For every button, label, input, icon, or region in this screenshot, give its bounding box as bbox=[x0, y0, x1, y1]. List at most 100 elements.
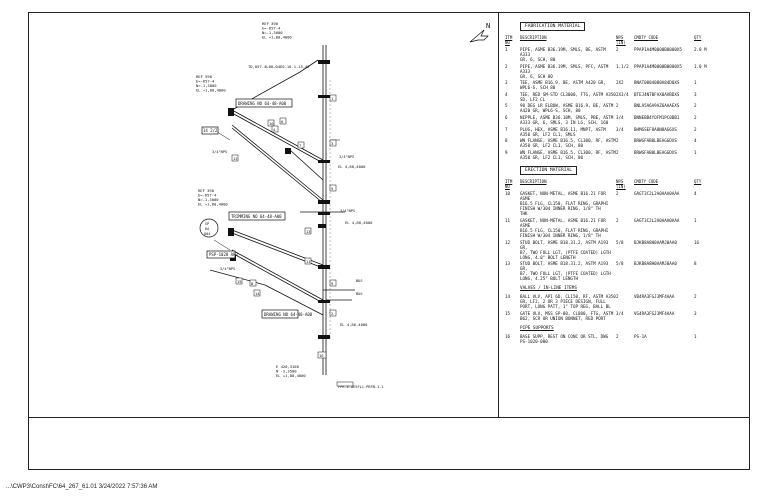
svg-text:004: 004 bbox=[204, 232, 210, 236]
material-row: 9 WN FLANGE, ASME B16.5, CL300, RF, ASTM … bbox=[505, 150, 745, 160]
item-no: 5 bbox=[505, 103, 508, 109]
supports-title: PIPE SUPPORTS bbox=[520, 325, 554, 331]
item-no: 9 bbox=[505, 149, 508, 155]
valves-title: VALVES / IN-LINE ITEMS bbox=[520, 286, 577, 292]
item-no: 4 bbox=[505, 91, 508, 97]
nps: 5/8 bbox=[616, 239, 624, 245]
boxed-label: 14 2/2 bbox=[203, 128, 218, 133]
boxed-label: DRAWING NO 64-48-A00 bbox=[264, 312, 313, 317]
description: BASE SUPP, REST ON CONC OR STL, DWG PS-1… bbox=[520, 333, 609, 344]
description: STUD BOLT, ASME B18.31.2, ASTM A193 GR, … bbox=[520, 261, 611, 282]
svg-text:5: 5 bbox=[331, 186, 333, 191]
svg-text:3/4"NPS: 3/4"NPS bbox=[220, 267, 235, 271]
nps: 2 bbox=[616, 217, 619, 223]
description: 90 DEG LR ELBOW, ASME B16.9, BE, ASTM A4… bbox=[520, 103, 614, 114]
section-reference: SP 6A 004 bbox=[199, 218, 219, 238]
item-no: 1 bbox=[505, 47, 508, 52]
commodity-code: BJKB8A8H0AAMJ0AA0 bbox=[634, 261, 677, 267]
commodity-code: BHMGSEF8A8N8AG6XS bbox=[634, 126, 677, 132]
svg-text:12: 12 bbox=[233, 156, 238, 161]
material-row: 13 STUD BOLT, ASME B18.31.2, ASTM A193 GR… bbox=[505, 261, 745, 281]
commodity-code: VB4RA3FGJ3MF4AAA bbox=[634, 294, 675, 300]
quantity: 1.0 M bbox=[694, 63, 707, 69]
callout-text: TD,057-4L00-04E0-10-1-15,4E bbox=[248, 64, 310, 69]
callout-text: EL 4,80,4000 bbox=[338, 164, 366, 169]
quantity: 8 bbox=[694, 261, 697, 267]
svg-text:BUS: BUS bbox=[356, 279, 363, 283]
item-no: 14 bbox=[505, 294, 511, 300]
quantity: 2 bbox=[694, 103, 697, 109]
svg-text:2: 2 bbox=[331, 311, 333, 316]
item-no: 2 bbox=[505, 63, 508, 69]
boxed-labels: DRAWING NO 64-48-A00 TRIMMING NO 64-48-A… bbox=[201, 98, 313, 319]
svg-text:1: 1 bbox=[331, 96, 334, 101]
nps: 2 bbox=[616, 138, 619, 144]
description: WN FLANGE, ASME B16.5, CL300, RF, ASTM A… bbox=[520, 149, 616, 160]
svg-text:11: 11 bbox=[306, 259, 311, 264]
quantity: 1 bbox=[694, 149, 697, 155]
pipe-run bbox=[209, 45, 355, 375]
north-arrow-label: N bbox=[486, 22, 490, 30]
description: BALL VLV, API 6D, CL150, RF, ASTM A350 G… bbox=[520, 294, 616, 310]
item-no: 3 bbox=[505, 80, 508, 86]
fabrication-header: ITM NO DESCRIPTION NPS (IN) CMDTY CODE Q… bbox=[505, 35, 702, 45]
commodity-code: VG4RA3FGJ3MF4AAA bbox=[634, 310, 675, 316]
nps: 2 bbox=[616, 149, 619, 155]
svg-text:6: 6 bbox=[281, 119, 284, 124]
nps: 2X2 bbox=[616, 80, 624, 86]
description: GASKET, NON-METAL, ASME B16.21 FOR ASME … bbox=[520, 217, 609, 238]
item-no: 6 bbox=[505, 114, 508, 120]
commodity-code: GAGT3C2L2A0AAA0AAA bbox=[634, 217, 680, 223]
item-no: 12 bbox=[505, 239, 511, 245]
svg-text:4: 4 bbox=[273, 127, 276, 132]
quantity: 1 bbox=[694, 80, 697, 86]
erection-header: ITM NO DESCRIPTION NPS (IN) CMDTY CODE Q… bbox=[505, 179, 702, 190]
boxed-label: PSP-1020 AH3 bbox=[209, 252, 238, 257]
sheet-divider-horizontal bbox=[28, 417, 750, 418]
commodity-code: PPAP1A4M0000B0000X5 bbox=[634, 47, 682, 52]
svg-text:14: 14 bbox=[255, 291, 260, 296]
item-no: 11 bbox=[505, 217, 511, 223]
commodity-code: BNAT0004080A84D0XS bbox=[634, 80, 680, 86]
quantity: 4 bbox=[694, 138, 697, 144]
quantity: 4 bbox=[694, 191, 697, 197]
nps: 2 bbox=[616, 191, 619, 197]
commodity-code: BNNEBB4YOFM1PC0BB1 bbox=[634, 114, 680, 120]
svg-text:9: 9 bbox=[331, 281, 334, 286]
boxed-label: DRAWING NO 64-48-A00 bbox=[238, 101, 287, 106]
svg-text:15: 15 bbox=[237, 279, 242, 284]
drawing-sheet-border bbox=[28, 12, 750, 470]
svg-text:10: 10 bbox=[269, 121, 274, 126]
quantity: 16 bbox=[694, 239, 700, 245]
svg-text:3/4"NPS: 3/4"NPS bbox=[340, 209, 355, 213]
item-no: 15 bbox=[505, 310, 511, 316]
material-row: 5 90 DEG LR ELBOW, ASME B16.9, BE, ASTM A… bbox=[505, 103, 745, 113]
fabrication-title: FABRICATION MATERIAL bbox=[520, 22, 586, 31]
commodity-code: BRWGFAB0LBEAGGDXS bbox=[634, 138, 677, 144]
item-markers: 12 10 6 7 4 1 3 5 13 15 14 8 9 2 11 16 bbox=[231, 94, 337, 359]
item-no: 13 bbox=[505, 261, 511, 267]
quantity: 3 bbox=[694, 310, 697, 316]
nps: 2 bbox=[616, 333, 619, 339]
commodity-code: PS-1A bbox=[634, 333, 647, 339]
erection-title: ERECTION MATERIAL bbox=[520, 166, 578, 176]
item-no: 8 bbox=[505, 138, 508, 144]
nps: 5/8 bbox=[616, 261, 624, 267]
quantity: 1 bbox=[694, 217, 697, 223]
svg-text:7: 7 bbox=[299, 143, 301, 148]
item-no: 7 bbox=[505, 126, 508, 132]
nps: 3/4 bbox=[616, 310, 624, 316]
svg-text:13: 13 bbox=[306, 229, 311, 234]
commodity-code: BRWGFAB0LBEAGGDXS bbox=[634, 149, 677, 155]
quantity: 2 bbox=[694, 126, 697, 132]
